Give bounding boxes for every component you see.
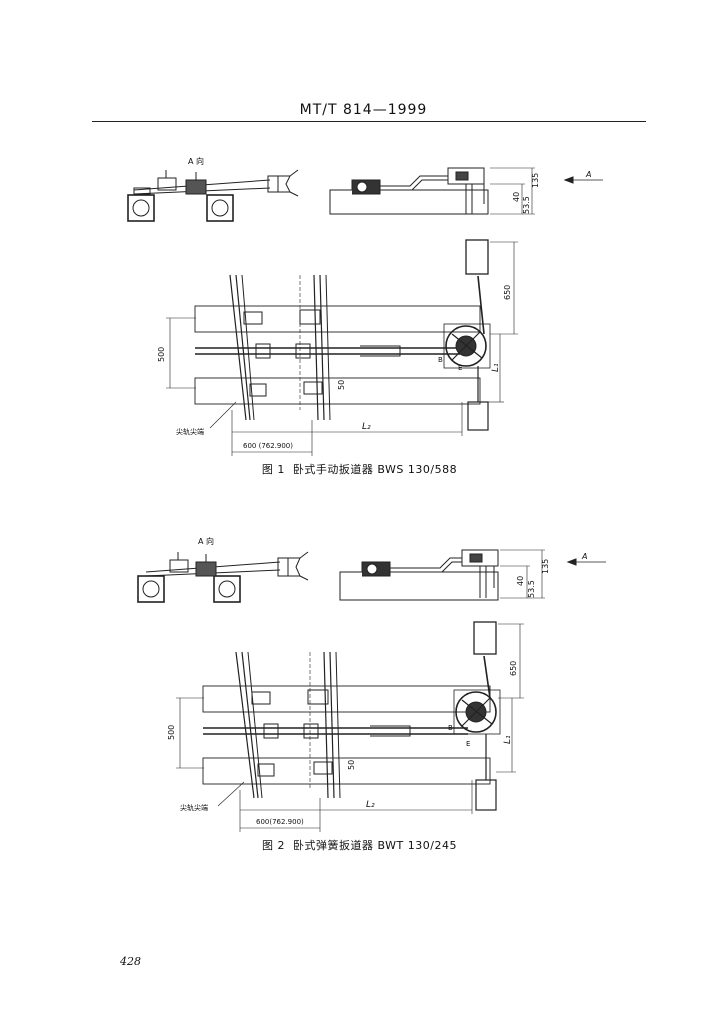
figure-2-dim-gauge: 600(762.900) bbox=[256, 818, 304, 826]
figure-2-dim-650: 650 bbox=[509, 661, 518, 676]
figure-2-dim-135: 135 bbox=[541, 559, 550, 574]
header-rule bbox=[92, 121, 646, 122]
figure-1-dim-53-5: 53.5 bbox=[522, 196, 531, 214]
figure-1-label-tip: 尖轨尖端 bbox=[176, 427, 204, 436]
figure-1-dim-650: 650 bbox=[503, 285, 512, 300]
figure-1-plan-view bbox=[166, 239, 518, 456]
figure-1-drawing: A 向 bbox=[127, 156, 603, 456]
figure-1: A 向 bbox=[0, 150, 727, 480]
figure-2-dim-50: 50 bbox=[347, 760, 356, 770]
figure-2: A 向 135 40 bbox=[0, 528, 727, 858]
figure-1-side-view bbox=[329, 167, 603, 215]
figure-2-side-view bbox=[339, 549, 606, 601]
figure-2-dim-53-5: 53.5 bbox=[527, 580, 536, 598]
figure-1-caption: 图 1 卧式手动扳道器 BWS 130/588 bbox=[0, 461, 727, 477]
figure-2-dim-l2: L₂ bbox=[366, 800, 375, 810]
figure-1-marker-e: E bbox=[458, 364, 462, 372]
page-number: 428 bbox=[120, 955, 141, 968]
figure-2-end-view bbox=[137, 551, 309, 603]
figure-1-dim-l2: L₂ bbox=[362, 422, 371, 432]
figure-1-caption-title: 卧式手动扳道器 BWS 130/588 bbox=[292, 463, 458, 476]
figure-1-dim-l1: L₁ bbox=[491, 363, 501, 372]
figure-2-dim-l1: L₁ bbox=[503, 735, 513, 744]
figure-2-marker-e: E bbox=[466, 740, 470, 748]
figure-1-dim-gauge: 600 (762.900) bbox=[243, 442, 293, 450]
standard-code: MT/T 814—1999 bbox=[299, 102, 428, 118]
figure-2-label-tip: 尖轨尖端 bbox=[180, 803, 208, 812]
figure-1-arrow-label: A bbox=[585, 170, 591, 179]
figure-1-view-label: A 向 bbox=[188, 156, 204, 166]
figure-1-caption-number: 图 1 bbox=[261, 463, 285, 476]
figure-2-dim-40: 40 bbox=[516, 576, 525, 586]
figure-2-drawing: A 向 135 40 bbox=[137, 536, 606, 832]
figure-1-marker-b: B bbox=[438, 356, 443, 364]
figure-2-arrow-label: A bbox=[581, 552, 587, 561]
figure-2-caption-number: 图 2 bbox=[262, 839, 286, 852]
figure-2-caption: 图 2 卧式弹簧扳道器 BWT 130/245 bbox=[0, 837, 727, 853]
figure-2-dim-500: 500 bbox=[167, 725, 176, 740]
figure-1-dim-500: 500 bbox=[157, 347, 166, 362]
figure-1-dim-135: 135 bbox=[531, 173, 540, 188]
figure-2-plan-view bbox=[176, 621, 524, 832]
figure-2-caption-title: 卧式弹簧扳道器 BWT 130/245 bbox=[293, 839, 457, 852]
figure-1-end-view bbox=[127, 169, 299, 222]
figure-2-marker-b: B bbox=[448, 724, 453, 732]
figure-1-dim-50: 50 bbox=[337, 380, 346, 390]
page-header: MT/T 814—1999 bbox=[0, 102, 727, 118]
figure-2-view-label: A 向 bbox=[198, 536, 214, 546]
figure-1-dim-40: 40 bbox=[512, 192, 521, 202]
